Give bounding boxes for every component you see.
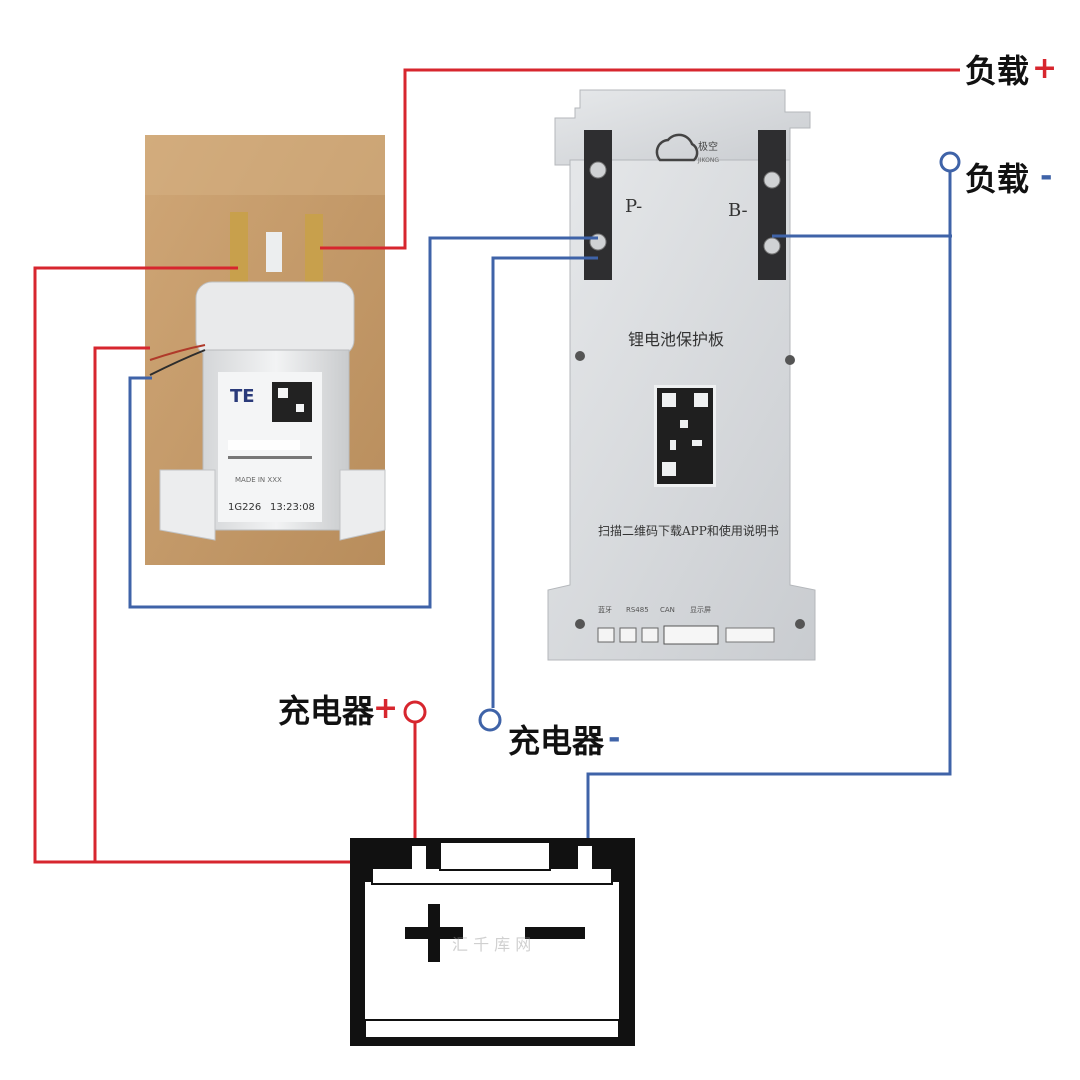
contactor-to-p-minus-wire — [128, 236, 598, 609]
load-positive-sign: + — [1032, 51, 1057, 86]
terminal-b-label: B- — [728, 200, 748, 221]
connector-label: CAN — [660, 606, 675, 614]
load-negative-to-battery-wire — [586, 170, 952, 862]
qr-code-module — [692, 440, 702, 446]
charger-negative-label: 充电器 — [508, 722, 605, 760]
mounting-hole — [575, 619, 585, 629]
positive-wires — [33, 68, 960, 864]
battery: 汇 千 库 网 — [350, 838, 635, 1046]
contactor-flange-right — [339, 469, 386, 541]
contactor-coil-lead — [149, 344, 206, 361]
bms-board: P- B- 极空 JIKONG 锂电池保护板 扫描二维码下载APP和使用说明书 … — [547, 89, 816, 661]
charger-positive-label: 充电器 — [278, 692, 375, 730]
charger-negative-terminal-icon — [478, 708, 502, 732]
terminal-p-block — [584, 130, 612, 280]
contactor-stud-right — [305, 214, 323, 288]
contactor-background-shade — [145, 135, 385, 195]
coil-positive-wire — [93, 346, 150, 862]
board-instruction: 扫描二维码下载APP和使用说明书 — [598, 523, 779, 538]
charger-negative-wire — [491, 256, 598, 708]
contactor-to-battery-positive-wire — [33, 266, 415, 864]
terminal-b-screw — [763, 171, 781, 189]
terminal-b-screw — [763, 237, 781, 255]
connector-port — [663, 625, 719, 645]
board-title: 锂电池保护板 — [628, 330, 724, 349]
contactor-qr-mark — [296, 404, 304, 412]
battery-post-positive — [412, 846, 426, 870]
mounting-hole — [575, 351, 585, 361]
contactor-coil-lead — [149, 349, 206, 376]
brand-name: 极空 — [698, 140, 718, 153]
brand-sub: JIKONG — [697, 157, 719, 164]
terminal-b-block — [758, 130, 786, 280]
load-positive-label: 负载 — [965, 52, 1029, 90]
contactor-center-post — [266, 232, 282, 272]
contactor-flange-left — [159, 469, 216, 541]
contactor-time: 13:23:08 — [270, 502, 315, 513]
watermark: 汇 千 库 网 — [452, 935, 531, 954]
contactor-photo: TE MADE IN XXX 1G226 13:23:08 — [145, 135, 386, 565]
connector-label: RS485 — [626, 606, 649, 614]
contactor-spec-line — [228, 456, 312, 459]
battery-plus-vertical — [428, 904, 440, 962]
connector-port — [619, 627, 637, 643]
connector-port — [641, 627, 659, 643]
qr-code-module — [680, 420, 688, 428]
contactor-made-in: MADE IN XXX — [235, 476, 282, 484]
load-positive-wire — [320, 68, 960, 250]
charger-negative-sign: - — [608, 721, 620, 756]
terminal-p-screw — [589, 161, 607, 179]
qr-code-finder — [662, 393, 676, 407]
battery-top-cap — [439, 841, 551, 871]
load-negative-sign: - — [1040, 159, 1052, 194]
battery-base — [364, 1019, 620, 1039]
qr-code-finder — [662, 462, 676, 476]
qr-code-finder — [694, 393, 708, 407]
connector-label: 蓝牙 — [598, 605, 612, 614]
terminal-p-screw — [589, 233, 607, 251]
connector-label: 显示屏 — [690, 606, 711, 614]
charger-positive-terminal-icon — [403, 700, 427, 724]
terminal-p-label: P- — [625, 196, 642, 217]
mounting-hole — [795, 619, 805, 629]
cloud-logo-icon — [655, 133, 699, 162]
contactor-stud-left — [230, 212, 248, 288]
charger-positive-sign: + — [373, 691, 398, 726]
mounting-hole — [785, 355, 795, 365]
connector-port — [597, 627, 615, 643]
negative-wires — [128, 170, 952, 862]
contactor-code: 1G226 — [228, 502, 261, 513]
connector-port — [725, 627, 775, 643]
battery-minus — [525, 927, 585, 939]
contactor-blurred-text — [228, 440, 300, 450]
load-negative-label: 负载 — [965, 160, 1029, 198]
qr-code-module — [670, 440, 676, 450]
load-negative-terminal-icon — [939, 151, 961, 173]
contactor-qr-mark — [278, 388, 288, 398]
battery-face — [365, 882, 619, 1020]
contactor-brand: TE — [230, 386, 255, 407]
battery-post-negative — [578, 846, 592, 870]
contactor-cap — [195, 281, 355, 357]
